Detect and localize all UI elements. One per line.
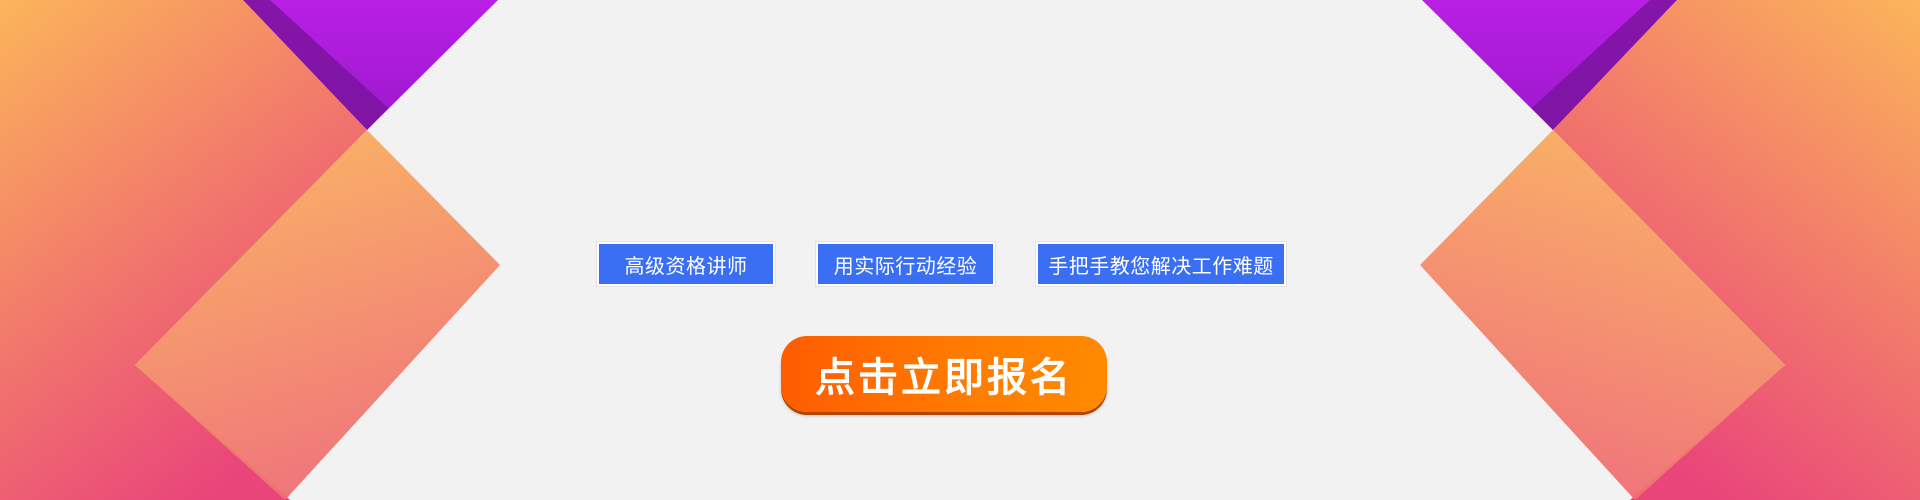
left-orange-diamond [135,130,500,500]
feature-tag-senior-instructor: 高级资格讲师 [597,242,775,286]
right-orange-diamond [1420,130,1785,500]
left-decoration [0,0,500,500]
signup-now-button[interactable]: 点击立即报名 [781,336,1107,412]
right-decoration [1420,0,1920,500]
feature-tag-label: 高级资格讲师 [624,253,748,278]
feature-tag-hands-on-guidance: 手把手教您解决工作难题 [1036,242,1286,286]
signup-now-label: 点击立即报名 [815,355,1073,401]
feature-tag-label: 手把手教您解决工作难题 [1048,253,1274,278]
left-purple-shadow [243,0,388,130]
right-orange-shape [1553,0,1920,500]
left-purple-triangle [243,0,498,130]
feature-tag-label: 用实际行动经验 [833,253,978,278]
feature-tags: 高级资格讲师 用实际行动经验 手把手教您解决工作难题 [0,242,1920,288]
right-purple-triangle [1422,0,1677,130]
feature-tag-practical-experience: 用实际行动经验 [816,242,995,286]
left-orange-shape [0,0,367,500]
right-purple-shadow [1532,0,1677,130]
